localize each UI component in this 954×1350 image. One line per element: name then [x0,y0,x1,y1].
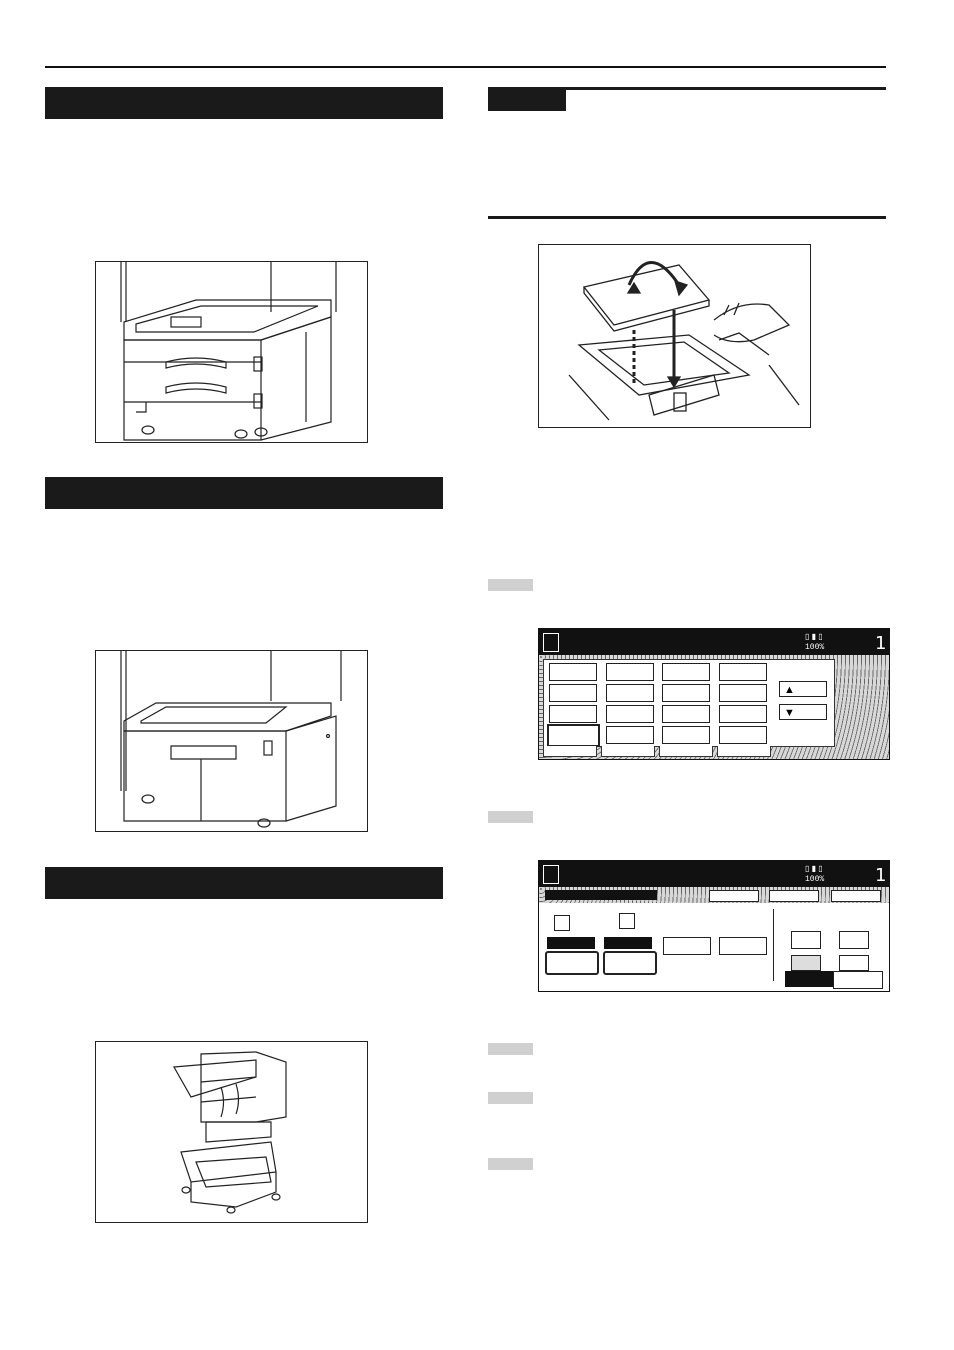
paper-size-icons: ▯ ▮ ▯ [805,864,823,873]
screen2-button-b[interactable] [769,890,819,902]
sort-icon [554,915,570,931]
tab-2[interactable] [601,746,655,757]
sort-option-label [547,937,595,949]
screen1-header [539,629,889,655]
function-button-14[interactable] [606,726,654,744]
scroll-up-button[interactable]: ▲ [779,681,827,697]
orientation-icon-2[interactable] [839,931,869,949]
function-button-7[interactable] [662,684,710,702]
function-button-16[interactable] [719,726,767,744]
orientation-icon-3[interactable] [791,955,821,971]
screen1-copy-count: 1 [875,633,887,654]
screen2-button-a[interactable] [709,890,759,902]
flip-original-icon [568,261,800,421]
tab-4[interactable] [717,746,771,757]
screen2-button-c[interactable] [831,890,881,902]
option-button-3[interactable] [663,937,711,955]
orientation-icon-1[interactable] [791,931,821,949]
note-bottom-rule [488,216,886,219]
figure-finisher [95,1041,368,1223]
function-button-8[interactable] [719,684,767,702]
up-arrow-icon: ▲ [784,684,795,696]
orientation-icon-4[interactable] [839,955,869,971]
option-button-4[interactable] [719,937,767,955]
orientation-selected[interactable] [785,971,833,987]
step-marker-2 [488,811,533,823]
function-button-11[interactable] [662,705,710,723]
scroll-down-button[interactable]: ▼ [779,704,827,720]
function-button-4[interactable] [719,663,767,681]
function-button-9[interactable] [549,705,597,723]
figure-large-capacity-feeder [95,650,368,832]
down-arrow-icon: ▼ [784,707,795,719]
top-rule [45,66,886,68]
screen2-magnification: 100% [805,875,825,884]
screen1-magnification: 100% [805,643,825,652]
sort-button-selected[interactable] [545,951,599,975]
touch-panel-screen-2: ▯ ▮ ▯ 100% 1 [538,860,890,992]
step-marker-3 [488,1043,533,1055]
function-button-1[interactable] [549,663,597,681]
function-button-2[interactable] [606,663,654,681]
step-marker-1 [488,579,533,591]
step-marker-5 [488,1158,533,1170]
paper-size-icons: ▯ ▮ ▯ [805,632,823,641]
tab-1[interactable] [543,746,597,757]
function-button-15[interactable] [662,726,710,744]
note-label-box [488,87,566,111]
section-heading-bar-1 [45,87,443,119]
finisher-illustration [173,1051,287,1214]
function-button-10[interactable] [606,705,654,723]
group-option-label [604,937,652,949]
document-icon [543,633,559,652]
figure-flip-original [538,244,811,428]
group-button-selected[interactable] [603,951,657,975]
figure-paper-feeder [95,261,368,443]
note-top-rule [566,87,886,90]
function-button-12[interactable] [719,705,767,723]
function-button-3[interactable] [662,663,710,681]
function-button-13-selected[interactable] [547,724,600,747]
screen2-divider [773,909,774,981]
section-heading-bar-2 [45,477,443,509]
document-icon [543,865,559,884]
tab-3[interactable] [659,746,713,757]
group-icon [619,913,635,929]
screen2-title-bar [545,890,657,900]
paper-feeder-illustration [120,262,337,441]
orientation-option[interactable] [833,971,883,989]
screen2-copy-count: 1 [875,865,887,886]
function-button-6[interactable] [606,684,654,702]
step-marker-4 [488,1092,533,1104]
function-button-5[interactable] [549,684,597,702]
screen2-header [539,861,889,887]
touch-panel-screen-1: ▯ ▮ ▯ 100% 1 ▲ ▼ [538,628,890,760]
large-capacity-feeder-illustration [120,651,342,828]
section-heading-bar-3 [45,867,443,899]
